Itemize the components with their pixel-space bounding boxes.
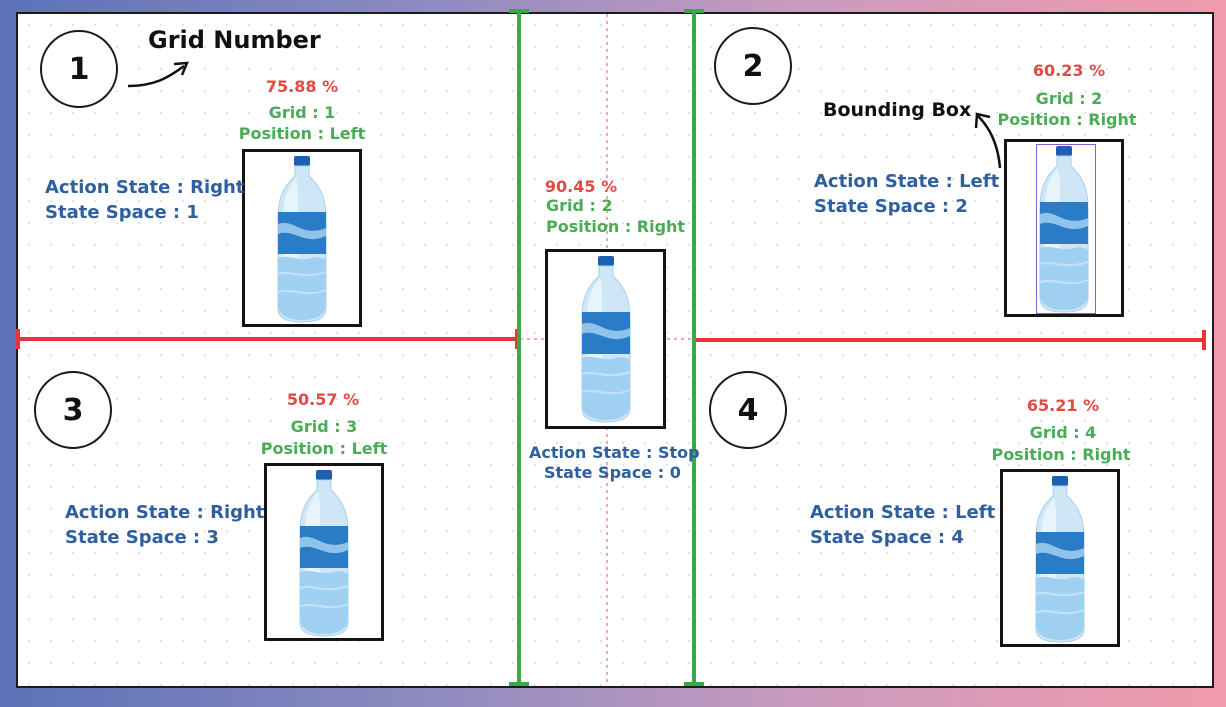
state-space-center: State Space : 0 <box>544 463 681 482</box>
confidence-score-center: 90.45 % <box>544 177 618 196</box>
water-bottle-icon <box>1034 144 1094 314</box>
position-label-q3: Position : Left <box>260 439 388 458</box>
grid-label-q2: Grid : 2 <box>1035 89 1103 108</box>
state-space-q3: State Space : 3 <box>65 527 219 548</box>
confidence-score-q1: 75.88 % <box>265 77 339 96</box>
action-state-center: Action State : Stop <box>529 443 700 462</box>
curved-arrow-icon <box>127 61 189 88</box>
bounding-box-q1 <box>242 149 362 327</box>
state-space-q1: State Space : 1 <box>45 202 199 223</box>
grid-label-q4: Grid : 4 <box>1029 423 1097 442</box>
grid-label-q1: Grid : 1 <box>268 103 336 122</box>
action-state-q2: Action State : Left <box>814 171 1000 192</box>
water-bottle-icon <box>1030 474 1090 644</box>
bounding-box-center <box>545 249 666 429</box>
bounding-box-q2 <box>1004 139 1124 317</box>
grid-number-1: 1 <box>40 30 118 108</box>
action-state-q1: Action State : Right <box>45 177 245 198</box>
grid-number-2: 2 <box>714 27 792 105</box>
grid-number-4: 4 <box>709 371 787 449</box>
bounding-box-q4 <box>1000 469 1120 647</box>
position-label-q1: Position : Left <box>238 124 366 143</box>
position-label-center: Position : Right <box>546 217 686 236</box>
grid-label-q3: Grid : 3 <box>290 417 358 436</box>
bounding-box-callout: Bounding Box <box>823 99 972 121</box>
action-state-q4: Action State : Left <box>810 502 996 523</box>
state-space-q2: State Space : 2 <box>814 196 968 217</box>
grid-label-center: Grid : 2 <box>546 196 613 215</box>
inner-bounding-box-q2 <box>1036 144 1096 314</box>
action-state-q3: Action State : Right <box>65 502 265 523</box>
water-bottle-icon <box>294 468 354 638</box>
grid-number-callout: Grid Number <box>148 26 321 54</box>
confidence-score-q2: 60.23 % <box>1032 61 1106 80</box>
position-label-q4: Position : Right <box>991 445 1131 464</box>
water-bottle-icon <box>272 154 332 324</box>
grid-number-3: 3 <box>34 371 112 449</box>
curved-arrow-icon <box>974 112 1002 169</box>
water-bottle-icon <box>576 254 636 424</box>
confidence-score-q3: 50.57 % <box>286 390 360 409</box>
confidence-score-q4: 65.21 % <box>1026 396 1100 415</box>
position-label-q2: Position : Right <box>997 110 1137 129</box>
bounding-box-q3 <box>264 463 384 641</box>
state-space-q4: State Space : 4 <box>810 527 964 548</box>
